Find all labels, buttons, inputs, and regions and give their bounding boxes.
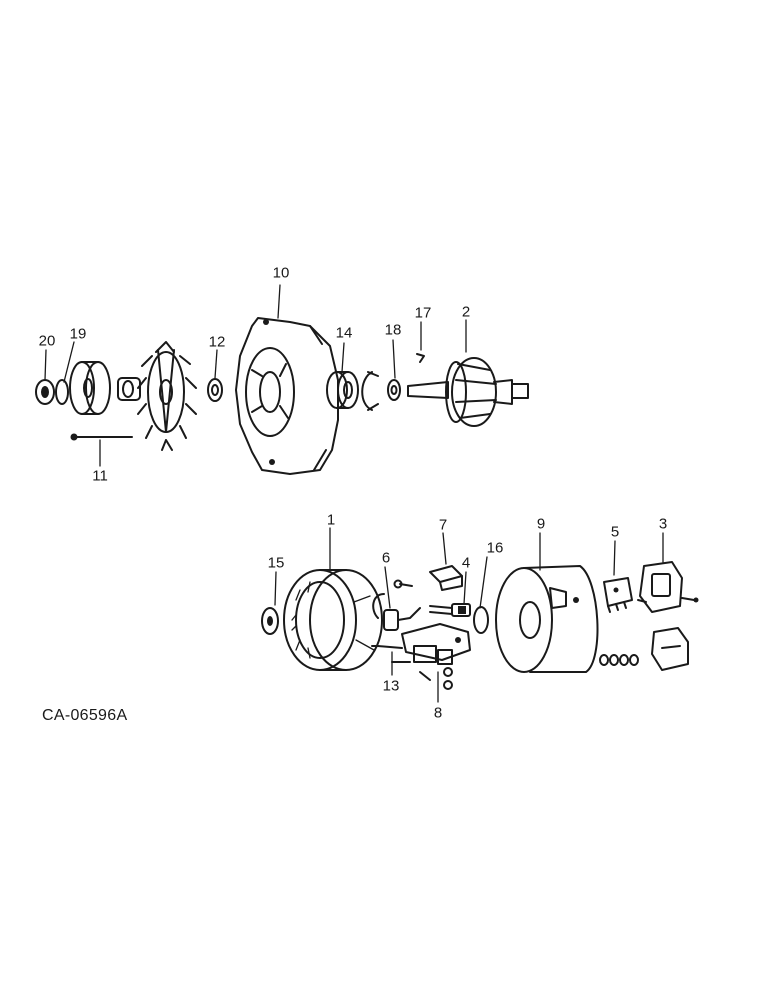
- leader-15: [274, 571, 277, 606]
- collar-part: [387, 379, 401, 401]
- regulator-cover-part: [637, 561, 699, 613]
- callout-9: 9: [536, 515, 546, 533]
- callout-8: 8: [433, 704, 443, 722]
- leader-6: [384, 566, 391, 609]
- rotor-part: [407, 357, 529, 427]
- callout-10: 10: [272, 264, 290, 282]
- leader-20: [44, 349, 47, 381]
- regulator-part: [603, 577, 633, 613]
- callout-3: 3: [658, 515, 668, 533]
- through-bolt-part: [70, 433, 133, 441]
- screw-part: [371, 579, 431, 681]
- callout-2: 2: [461, 303, 471, 321]
- bearing-spacer-part: [207, 378, 223, 402]
- callout-7: 7: [438, 516, 448, 534]
- drive-end-frame-part: [235, 317, 339, 475]
- brush-holder-part: [429, 565, 463, 591]
- callout-1: 1: [326, 511, 336, 529]
- fan-part: [137, 341, 197, 451]
- leader-14: [341, 342, 345, 373]
- callout-20: 20: [38, 332, 56, 350]
- key-part: [416, 353, 425, 363]
- capacitor-part: [429, 603, 471, 617]
- diode-trio-part: [372, 593, 421, 631]
- reference-code: CA-06596A: [42, 707, 128, 724]
- washer-stack-part: [599, 654, 639, 666]
- callout-11: 11: [92, 467, 108, 485]
- leader-7: [442, 532, 447, 565]
- leader-18: [392, 339, 396, 379]
- leader-19: [63, 341, 75, 383]
- callout-18: 18: [384, 321, 402, 339]
- callout-14: 14: [335, 324, 353, 342]
- callout-6: 6: [381, 549, 391, 567]
- callout-17: 17: [414, 304, 432, 322]
- callout-13: 13: [382, 677, 400, 695]
- retainer-part: [361, 371, 379, 411]
- slip-ring-end-frame-part: [495, 565, 599, 673]
- leader-lines: [44, 284, 664, 703]
- callout-19: 19: [69, 325, 87, 343]
- callout-4: 4: [461, 554, 471, 572]
- end-cap-part: [651, 627, 689, 671]
- washer-part: [55, 379, 69, 405]
- pulley-part: [69, 361, 111, 415]
- leader-12: [214, 349, 218, 379]
- leader-5: [613, 540, 616, 576]
- callout-5: 5: [610, 523, 620, 541]
- o-ring-part: [473, 606, 489, 634]
- spacer-part: [117, 377, 141, 401]
- leader-16: [479, 556, 488, 609]
- nut-part: [35, 379, 55, 405]
- stator-part: [283, 569, 383, 671]
- callout-16: 16: [486, 539, 504, 557]
- bearing-part: [326, 371, 359, 409]
- rectifier-bridge-part: [401, 623, 471, 690]
- callout-12: 12: [208, 333, 226, 351]
- leader-10: [277, 284, 281, 319]
- slip-ring-bearing-part: [261, 607, 279, 635]
- leader-4: [463, 571, 467, 605]
- callout-15: 15: [267, 554, 285, 572]
